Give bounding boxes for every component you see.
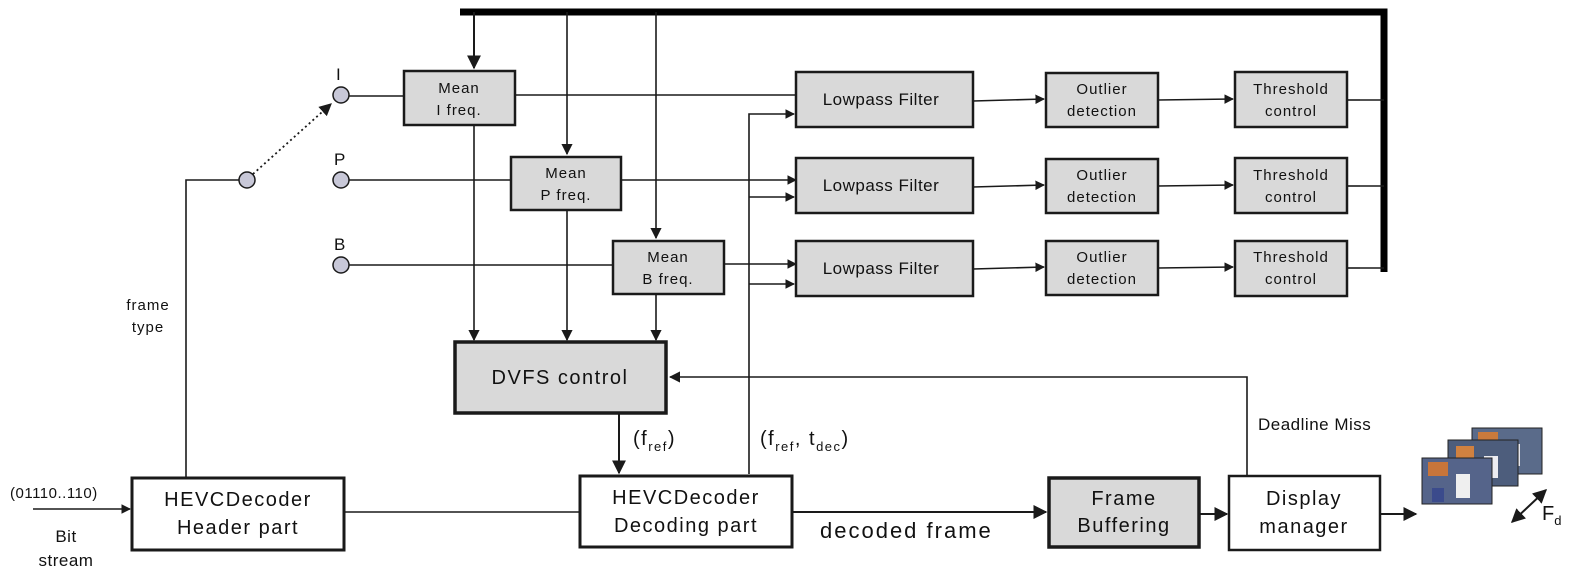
threshold-control-i: Threshold control (1233, 70, 1349, 129)
switch-label-b: B (334, 235, 346, 254)
bitstream-label-2: stream (39, 551, 94, 570)
bitstream-label-1: Bit (55, 527, 76, 546)
fref-tdec-label: (fref, tdec) (760, 428, 850, 454)
lowpass-filter-p: Lowpass Filter (794, 156, 975, 215)
threshold-p-line2: control (1265, 189, 1317, 206)
hevc-header-part-block: HEVCDecoder Header part (130, 476, 346, 552)
outlier-i-line2: detection (1067, 103, 1137, 120)
frame-type-label-2: type (132, 319, 164, 336)
switch-node-i (332, 86, 350, 104)
dvfs-label: DVFS control (492, 367, 629, 389)
lowpass-label-b: Lowpass Filter (823, 259, 940, 278)
mean-p-freq-block: Mean P freq. (509, 155, 623, 212)
buffering-line1: Frame (1091, 488, 1156, 510)
threshold-i-line1: Threshold (1253, 81, 1329, 98)
mean-b-freq-block: Mean B freq. (611, 239, 726, 296)
outlier-b-line2: detection (1067, 271, 1137, 288)
switch-pivot (238, 171, 256, 189)
dvfs-control-block: DVFS control (453, 340, 668, 415)
threshold-control-b: Threshold control (1233, 239, 1349, 298)
deadline-miss-label: Deadline Miss (1258, 415, 1371, 434)
decoded-frame-label: decoded frame (820, 518, 993, 543)
decoding-line2: Decoding part (614, 515, 758, 537)
decoding-line1: HEVCDecoder (612, 487, 760, 509)
fref-label: (fref) (633, 428, 676, 454)
fd-label: Fd (1542, 503, 1561, 528)
frame-type-switch: I P B frame type (126, 65, 350, 478)
feedback-bus (460, 8, 1388, 272)
outlier-b-line1: Outlier (1076, 249, 1127, 266)
bitstream-code: (01110..110) (10, 485, 98, 502)
lowpass-label-i: Lowpass Filter (823, 90, 940, 109)
frame-buffering-block: Frame Buffering (1047, 476, 1201, 549)
buffering-line2: Buffering (1077, 515, 1170, 537)
mean-p-line1: Mean (545, 165, 587, 182)
timing-feedback-lines (748, 109, 795, 474)
outlier-detection-p: Outlier detection (1044, 157, 1160, 215)
lowpass-label-p: Lowpass Filter (823, 176, 940, 195)
outlier-detection-i: Outlier detection (1044, 71, 1160, 129)
threshold-b-line2: control (1265, 271, 1317, 288)
switch-label-i: I (336, 65, 341, 84)
lowpass-filter-b: Lowpass Filter (794, 239, 975, 298)
mean-i-line2: I freq. (436, 102, 481, 119)
switch-node-b (332, 256, 350, 274)
header-line2: Header part (177, 517, 299, 539)
display-line2: manager (1259, 516, 1348, 538)
mean-b-line2: B freq. (642, 271, 693, 288)
video-frames-thumbnail (1421, 427, 1543, 505)
outlier-p-line2: detection (1067, 189, 1137, 206)
lowpass-filter-i: Lowpass Filter (794, 70, 975, 129)
mean-i-line1: Mean (438, 80, 480, 97)
threshold-i-line2: control (1265, 103, 1317, 120)
display-manager-block: Display manager (1227, 474, 1382, 552)
threshold-p-line1: Threshold (1253, 167, 1329, 184)
switch-label-p: P (334, 150, 346, 169)
outlier-p-line1: Outlier (1076, 167, 1127, 184)
threshold-b-line1: Threshold (1253, 249, 1329, 266)
display-line1: Display (1266, 488, 1342, 510)
outlier-detection-b: Outlier detection (1044, 239, 1160, 297)
switch-node-p (332, 171, 350, 189)
mean-b-line1: Mean (647, 249, 689, 266)
mean-p-line2: P freq. (541, 187, 592, 204)
outlier-i-line1: Outlier (1076, 81, 1127, 98)
hevc-decoding-part-block: HEVCDecoder Decoding part (578, 474, 794, 549)
threshold-control-p: Threshold control (1233, 156, 1349, 215)
header-line1: HEVCDecoder (164, 489, 312, 511)
frame-type-label-1: frame (126, 297, 169, 314)
mean-i-freq-block: Mean I freq. (402, 69, 517, 127)
